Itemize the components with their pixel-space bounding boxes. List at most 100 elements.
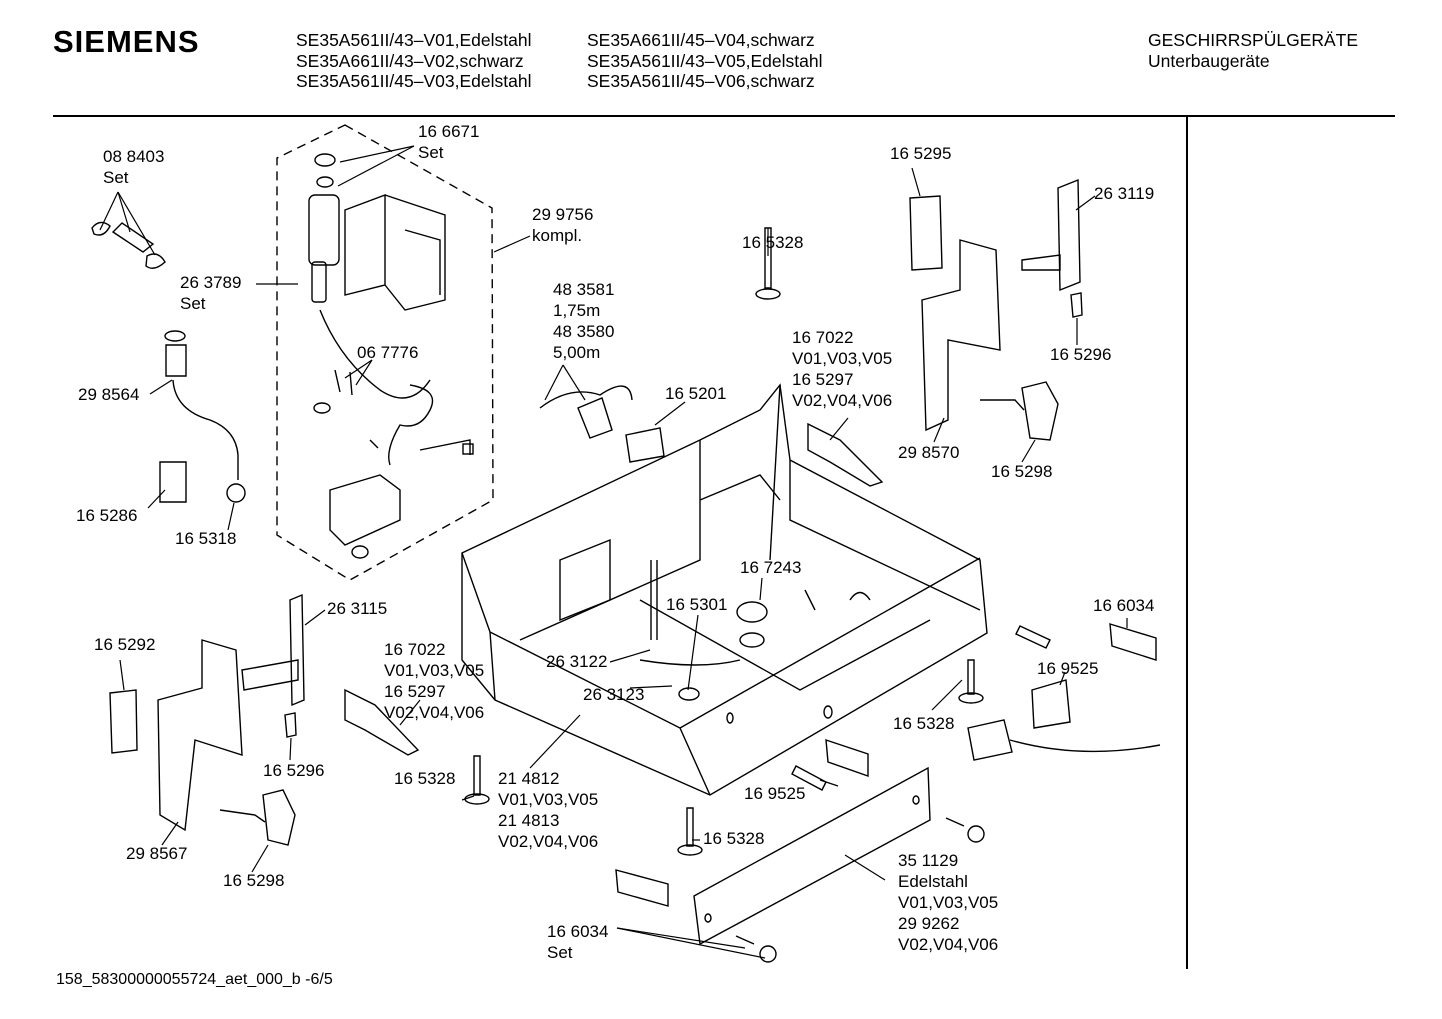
part-label-line: V01,V03,V05 bbox=[898, 893, 998, 912]
part-label-line: 16 5295 bbox=[890, 144, 951, 163]
connector-part bbox=[625, 427, 665, 463]
part-label-line: 48 3581 bbox=[553, 280, 614, 299]
right-margin-divider bbox=[1186, 117, 1188, 969]
part-label-line: 21 4812 bbox=[498, 769, 559, 788]
siemens-logo: SIEMENS bbox=[53, 24, 200, 59]
screw-part bbox=[764, 227, 772, 289]
bracket-part bbox=[1070, 292, 1083, 318]
part-label-165328-bottom: 16 5328 bbox=[703, 829, 764, 848]
part-label-line: 35 1129 bbox=[898, 851, 958, 870]
front-panel bbox=[693, 766, 931, 946]
part-label-169525-r: 16 9525 bbox=[1037, 659, 1098, 678]
part-label-165328-left: 16 5328 bbox=[394, 769, 455, 788]
part-label-line: 29 8570 bbox=[898, 443, 959, 462]
part-label-line: V02,V04,V06 bbox=[498, 832, 598, 851]
part-label-line: 26 3122 bbox=[546, 652, 607, 671]
connector-part bbox=[967, 719, 1013, 761]
part-label-line: 16 5201 bbox=[665, 384, 726, 403]
part-label-165318: 16 5318 bbox=[175, 529, 236, 548]
part-label-line: 5,00m bbox=[553, 343, 600, 362]
bellows-part bbox=[165, 344, 187, 377]
tube-part bbox=[111, 222, 155, 253]
category-heading: GESCHIRRSPÜLGERÄTE Unterbaugeräte bbox=[1148, 30, 1358, 71]
part-label-165298-r: 16 5298 bbox=[991, 462, 1052, 481]
thermostat-part bbox=[1021, 381, 1059, 441]
part-label-line: 16 9525 bbox=[744, 784, 805, 803]
part-label-line: 16 5328 bbox=[742, 233, 803, 252]
part-label-line: 16 5301 bbox=[666, 595, 727, 614]
part-label-line: 16 6034 bbox=[547, 922, 608, 941]
clip-part bbox=[91, 221, 111, 236]
part-label-263123: 26 3123 bbox=[583, 685, 644, 704]
panel-hole bbox=[704, 913, 712, 923]
screw-head bbox=[755, 288, 781, 300]
wire-part bbox=[219, 809, 266, 823]
part-label-165328-right: 16 5328 bbox=[893, 714, 954, 733]
model-list-col2: SE35A661II/45–V04,schwarz SE35A561II/43–… bbox=[587, 30, 822, 92]
header-divider bbox=[53, 115, 1395, 117]
part-label-298564: 29 8564 bbox=[78, 385, 139, 404]
part-label-line: Set bbox=[547, 943, 573, 962]
category-title: GESCHIRRSPÜLGERÄTE bbox=[1148, 30, 1359, 50]
part-label-165328-top: 16 5328 bbox=[742, 233, 803, 252]
part-label-line: Edelstahl bbox=[898, 872, 968, 891]
cable-part bbox=[1009, 739, 1161, 753]
bracket-part bbox=[109, 689, 138, 754]
valve-assembly bbox=[308, 153, 474, 559]
cap-part bbox=[759, 945, 777, 963]
holder-part bbox=[159, 461, 187, 503]
kit-outline bbox=[276, 124, 494, 581]
part-label-line: 16 6034 bbox=[1093, 596, 1154, 615]
heater-part bbox=[807, 422, 884, 487]
part-label-line: 16 6671 bbox=[418, 122, 479, 141]
model-list-col1: SE35A561II/43–V01,Edelstahl SE35A661II/4… bbox=[296, 30, 531, 92]
model-line: SE35A561II/45–V06,schwarz bbox=[587, 71, 815, 91]
category-subtitle: Unterbaugeräte bbox=[1148, 50, 1270, 71]
part-label-line: 16 5296 bbox=[1050, 345, 1111, 364]
part-label-line: Set bbox=[180, 294, 206, 313]
part-label-line: 48 3580 bbox=[553, 322, 614, 341]
bracket-part bbox=[241, 659, 299, 691]
part-label-line: 16 5298 bbox=[991, 462, 1052, 481]
bolt-part bbox=[791, 765, 827, 791]
ring-part bbox=[226, 483, 246, 503]
frame-part bbox=[921, 239, 1001, 432]
bracket-part bbox=[289, 593, 305, 707]
part-label-line: 06 7776 bbox=[357, 343, 418, 362]
part-label-line: 16 5292 bbox=[94, 635, 155, 654]
bracket-part bbox=[1057, 178, 1081, 292]
part-label-line: 26 3119 bbox=[1094, 184, 1154, 203]
screw-head bbox=[958, 692, 984, 704]
part-label-line: 29 8564 bbox=[78, 385, 139, 404]
model-line: SE35A661II/45–V04,schwarz bbox=[587, 30, 815, 50]
part-label-line: 16 7243 bbox=[740, 558, 801, 577]
ring-part bbox=[164, 330, 186, 342]
model-line: SE35A561II/45–V03,Edelstahl bbox=[296, 71, 532, 91]
part-label-line: V01,V03,V05 bbox=[384, 661, 484, 680]
clip-part bbox=[145, 253, 166, 269]
connector-part bbox=[577, 397, 613, 439]
wire-part bbox=[980, 399, 1025, 411]
drawing-artwork bbox=[91, 124, 1161, 963]
part-label-line: 21 4813 bbox=[498, 811, 559, 830]
part-label-165296-l: 16 5296 bbox=[263, 761, 324, 780]
part-label-line: 26 3789 bbox=[180, 273, 241, 292]
cable-part bbox=[539, 385, 633, 409]
screw-part bbox=[686, 807, 694, 847]
part-label-169525-mid: 16 9525 bbox=[744, 784, 805, 803]
part-label-line: Set bbox=[103, 168, 129, 187]
part-label-line: 08 8403 bbox=[103, 147, 164, 166]
part-label-298570: 29 8570 bbox=[898, 443, 959, 462]
part-label-line: 16 5296 bbox=[263, 761, 324, 780]
part-label-298567: 29 8567 bbox=[126, 844, 187, 863]
part-label-165286: 16 5286 bbox=[76, 506, 137, 525]
hose-part bbox=[172, 379, 239, 480]
model-line: SE35A561II/43–V01,Edelstahl bbox=[296, 30, 532, 50]
cap-part bbox=[967, 825, 985, 843]
